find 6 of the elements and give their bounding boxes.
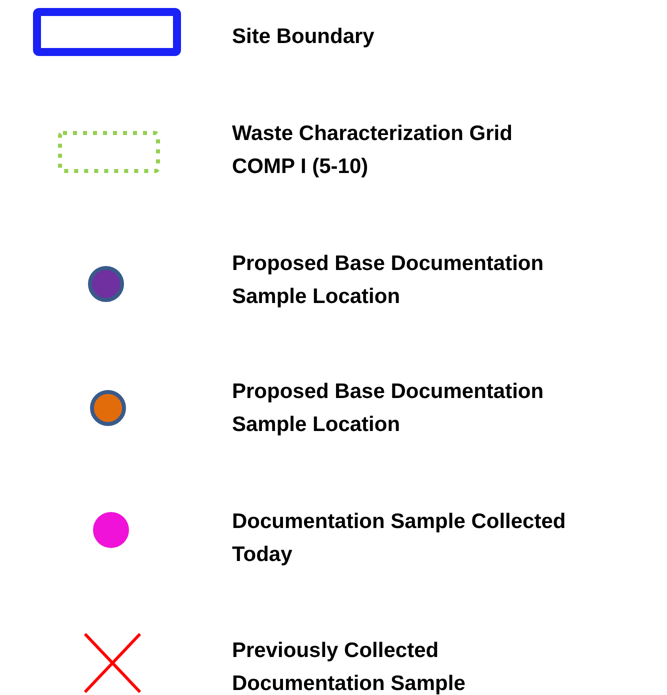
legend-label: Waste Characterization Grid COMP I (5-10): [232, 121, 514, 180]
legend-label: Proposed Base Documentation Sample Location: [232, 251, 545, 310]
legend-label: Proposed Base Documentation Sample Location: [232, 379, 545, 438]
legend-label: Previously Collected Documentation Sample: [232, 638, 466, 695]
legend-label: Site Boundary: [232, 24, 376, 50]
legend-label: Documentation Sample Collected Today: [232, 509, 567, 568]
